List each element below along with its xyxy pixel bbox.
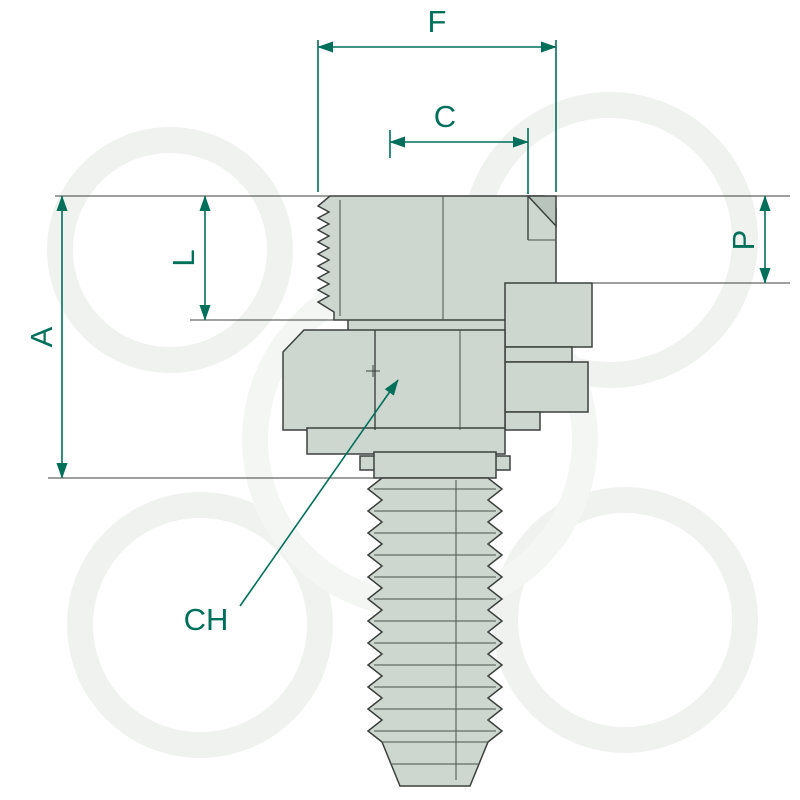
- section-step-shoulder: [504, 282, 593, 348]
- dim-label-p: P: [726, 230, 761, 251]
- watermark-circle: [492, 487, 758, 753]
- dim-label-a: A: [24, 326, 59, 347]
- hex-body: [282, 329, 506, 431]
- dim-label-f: F: [428, 4, 447, 39]
- thread-profile: [316, 195, 557, 321]
- hose-barb: [366, 477, 504, 787]
- thread-chamfer-face: [526, 195, 557, 228]
- hose-stop-collar: [373, 451, 497, 479]
- section-step-lower: [504, 411, 541, 431]
- dim-label-ch: CH: [184, 602, 229, 637]
- dimension-labels: F C P L A CH: [24, 4, 761, 637]
- dim-ch-leader: [239, 379, 399, 607]
- dim-label-l: L: [166, 249, 201, 266]
- watermark-circle: [67, 492, 333, 758]
- dim-label-c: C: [434, 99, 456, 134]
- section-step-hex: [504, 361, 589, 413]
- dimension-lines: [56, 40, 771, 607]
- internal-lines: [339, 196, 556, 780]
- lower-cylinder: [306, 427, 506, 455]
- section-step-groove: [504, 346, 573, 363]
